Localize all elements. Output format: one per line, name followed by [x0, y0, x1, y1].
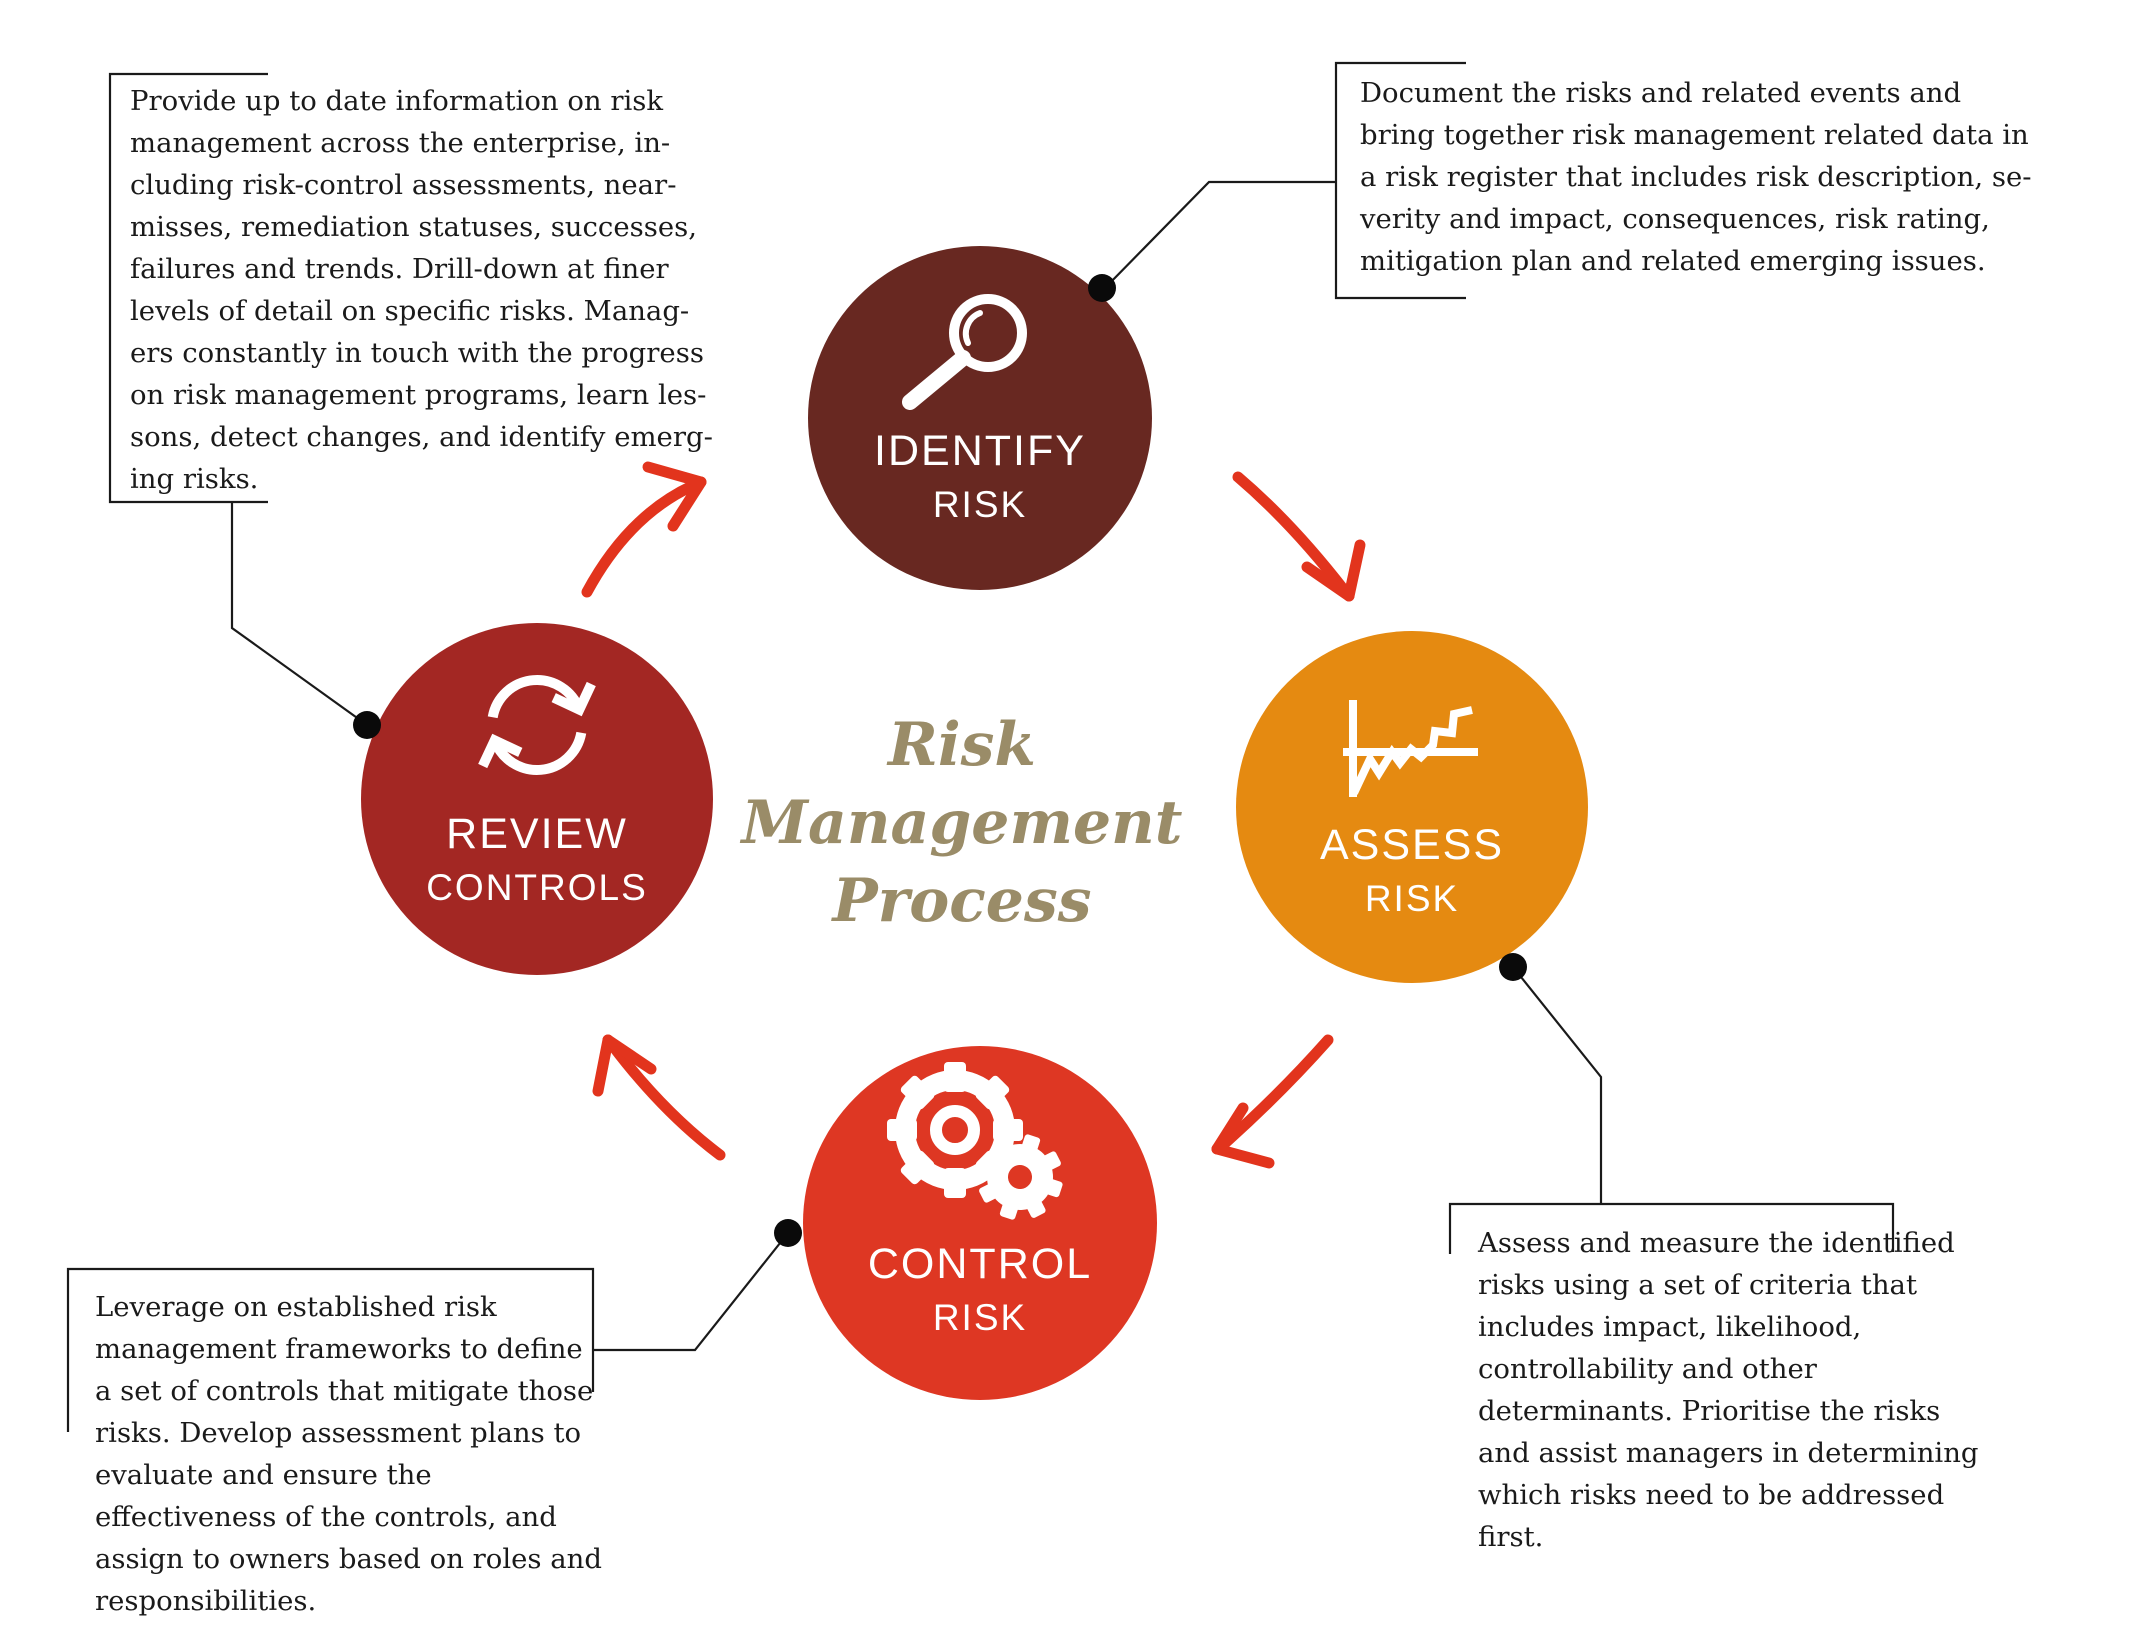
chart-icon	[1343, 700, 1478, 797]
review-controls-label: REVIEW CONTROLS	[257, 810, 817, 908]
identify-risk-circle	[808, 246, 1152, 590]
review-controls-label-line1: REVIEW	[446, 810, 628, 858]
callout-text-top-right: Document the risks and related events an…	[1360, 77, 2032, 277]
assess-risk-label: ASSESS RISK	[1132, 821, 1692, 919]
review-controls-label-line2: CONTROLS	[426, 867, 648, 908]
connector-bottom-left	[593, 1232, 789, 1352]
identify-risk-label: IDENTIFY RISK	[700, 427, 1260, 525]
connector-top-left	[230, 502, 368, 726]
assess-risk-label-line2: RISK	[1364, 878, 1460, 919]
magnifier-icon	[902, 294, 1027, 410]
connector-dot-review	[353, 711, 381, 739]
arrow-identify-to-assess	[1232, 471, 1366, 602]
callout-box-top-left	[108, 72, 268, 504]
callout-box-bottom-right	[1448, 1202, 1895, 1254]
sync-icon	[478, 675, 596, 775]
arrow-review-to-identify	[581, 461, 707, 598]
connector-dot-assess	[1499, 953, 1527, 981]
identify-risk-label-line2: RISK	[932, 484, 1028, 525]
control-risk-label: CONTROL RISK	[700, 1240, 1260, 1338]
callout-text-bottom-right: Assess and measure the identified risks …	[1478, 1227, 1979, 1553]
callout-box-top-right	[1334, 61, 1466, 300]
assess-risk-label-line1: ASSESS	[1319, 821, 1505, 869]
callout-text-top-left: Provide up to date information on risk m…	[130, 85, 713, 495]
diagram-title: Risk Management Process	[741, 710, 1183, 936]
arrow-control-to-review	[592, 1034, 726, 1161]
control-risk-label-line1: CONTROL	[867, 1240, 1093, 1288]
connector-dot-control	[774, 1219, 802, 1247]
connector-top-right	[1103, 180, 1336, 290]
control-risk-label-line2: RISK	[932, 1297, 1028, 1338]
connector-dot-identify	[1088, 274, 1116, 302]
identify-risk-label-line1: IDENTIFY	[874, 427, 1086, 475]
gears-icon	[887, 1062, 1063, 1220]
callout-text-bottom-left: Leverage on established risk management …	[95, 1291, 602, 1617]
connector-bottom-right	[1512, 966, 1603, 1204]
assess-risk-circle	[1236, 631, 1588, 983]
arrow-assess-to-control	[1211, 1034, 1334, 1169]
review-controls-circle	[361, 623, 713, 975]
callout-box-bottom-left	[66, 1267, 595, 1432]
